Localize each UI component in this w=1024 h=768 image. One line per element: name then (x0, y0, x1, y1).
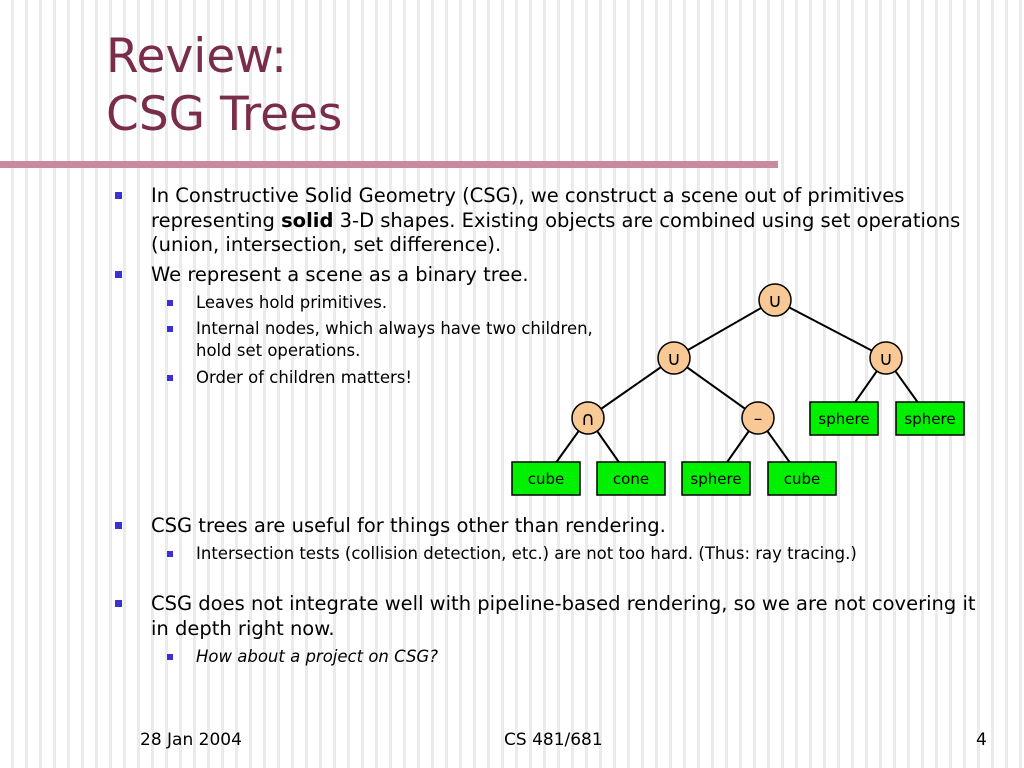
node-label: – (754, 409, 763, 429)
sub-bullet-text: Internal nodes, which always have two ch… (196, 319, 593, 360)
leaf-sphere-2: sphere (809, 401, 879, 436)
leaf-label: sphere (690, 470, 741, 488)
leaf-cone: cone (596, 461, 666, 496)
leaf-label: sphere (818, 410, 869, 428)
leaf-cube-1: cube (511, 461, 581, 496)
leaf-label: sphere (904, 410, 955, 428)
tree-edges (544, 299, 930, 479)
bullet-text: In Constructive Solid Geometry (CSG), we… (151, 184, 905, 232)
sub-bullet-marker (167, 300, 173, 306)
leaf-label: cube (528, 470, 565, 488)
sub-bullet-text: Order of children matters! (196, 368, 412, 387)
edge-root-right (774, 299, 887, 359)
node-intersection: ∩ (571, 401, 605, 435)
sub-bullet-intersection-tests: Intersection tests (collision detection,… (167, 543, 956, 565)
leaf-cube-2: cube (767, 461, 837, 496)
sub-bullet-marker (167, 375, 173, 381)
edge-left-difference (673, 357, 759, 419)
leaf-nodes: cube cone sphere cube sphere sphere (511, 401, 965, 496)
leaf-label: cone (613, 470, 649, 488)
sub-bullet-marker (167, 654, 173, 660)
footer-page-number: 4 (976, 730, 987, 750)
sub-bullet-leaves: Leaves hold primitives. (167, 292, 596, 314)
bullet-text: We represent a scene as a binary tree. (151, 263, 529, 286)
bullet-pipeline: CSG does not integrate well with pipelin… (115, 592, 996, 641)
leaf-sphere-1: sphere (681, 461, 751, 496)
slide-title: Review: CSG Trees (106, 28, 342, 144)
node-label: ∪ (667, 348, 681, 370)
title-divider (0, 161, 778, 168)
sub-bullet-marker (167, 551, 173, 557)
node-label: ∪ (879, 348, 893, 370)
sub-bullet-project: How about a project on CSG? (167, 646, 896, 668)
node-difference: – (741, 401, 775, 435)
footer-date: 28 Jan 2004 (140, 730, 242, 750)
sub-bullet-marker (167, 326, 173, 332)
node-root-union: ∪ (758, 283, 792, 317)
footer-course: CS 481/681 (504, 730, 603, 750)
sub-bullet-internal-nodes: Internal nodes, which always have two ch… (167, 318, 596, 362)
operation-nodes: ∪ ∪ ∪ ∩ – (571, 283, 903, 435)
bullet-other-uses: CSG trees are useful for things other th… (115, 514, 996, 539)
sub-bullet-text: Intersection tests (collision detection,… (196, 544, 857, 563)
title-line-1: Review: (106, 29, 287, 84)
sub-bullet-text: Leaves hold primitives. (196, 293, 388, 312)
bullet-marker (115, 271, 122, 278)
node-left-union: ∪ (657, 341, 691, 375)
bullet-marker (115, 600, 122, 607)
sub-bullet-order: Order of children matters! (167, 367, 596, 389)
node-label: ∩ (581, 408, 595, 430)
leaf-label: cube (784, 470, 821, 488)
bullet-marker (115, 522, 122, 529)
edge-left-intersect (587, 357, 675, 419)
bullet-text: CSG trees are useful for things other th… (151, 514, 666, 537)
bullet-csg-definition: In Constructive Solid Geometry (CSG), we… (115, 184, 996, 258)
edge-root-left (673, 299, 776, 359)
bullet-text: CSG does not integrate well with pipelin… (151, 592, 976, 640)
bullet-bold-text: solid (281, 208, 334, 232)
sub-bullet-text: How about a project on CSG? (196, 647, 438, 666)
leaf-sphere-3: sphere (895, 401, 965, 436)
title-line-2: CSG Trees (106, 87, 343, 142)
node-right-union: ∪ (869, 341, 903, 375)
node-label: ∪ (768, 290, 782, 312)
bullet-marker (115, 192, 122, 199)
bullet-text: 3-D shapes. Existing objects are combine… (151, 208, 961, 257)
bullet-binary-tree: We represent a scene as a binary tree. (115, 263, 671, 288)
